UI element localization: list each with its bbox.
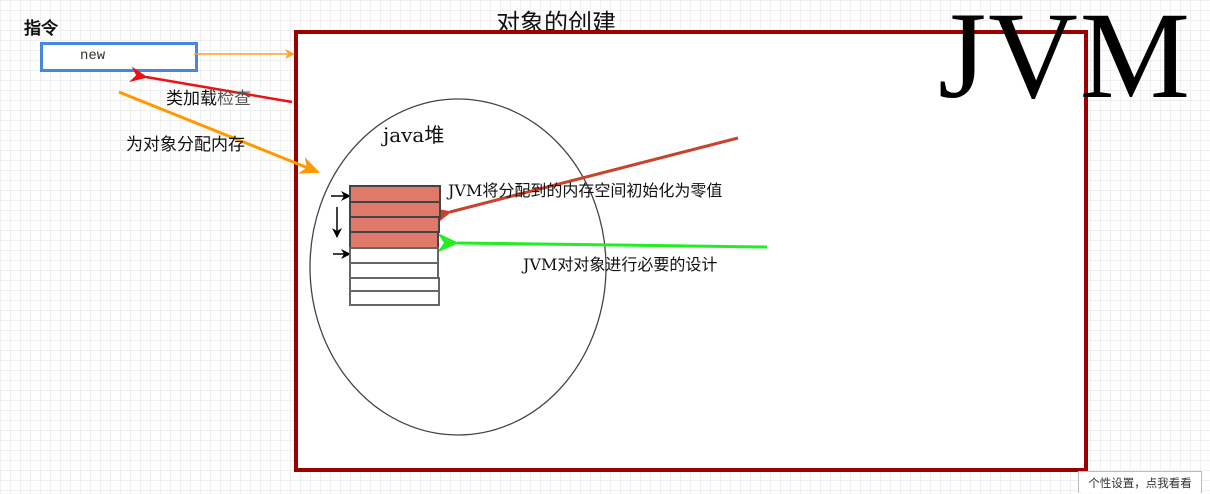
jvm-watermark: JVM: [938, 0, 1193, 124]
instruction-label: 指令: [24, 19, 58, 39]
label-java-heap: java堆: [383, 123, 445, 147]
memory-block-free: [349, 290, 440, 306]
label-object-setup: JVM对对象进行必要的设计: [523, 255, 718, 274]
personal-settings-button[interactable]: 个性设置，点我看看: [1078, 471, 1202, 493]
instruction-new-box[interactable]: new: [40, 42, 198, 72]
label-check: 检查: [217, 89, 251, 109]
label-allocate-memory: 为对象分配内存: [126, 135, 245, 155]
label-class-load: 类加载: [166, 89, 217, 109]
instruction-new-text: new: [80, 48, 106, 64]
label-zero-init: JVM将分配到的内存空间初始化为零值: [448, 181, 723, 200]
label-class-load-check: 类加载检查: [166, 84, 251, 109]
